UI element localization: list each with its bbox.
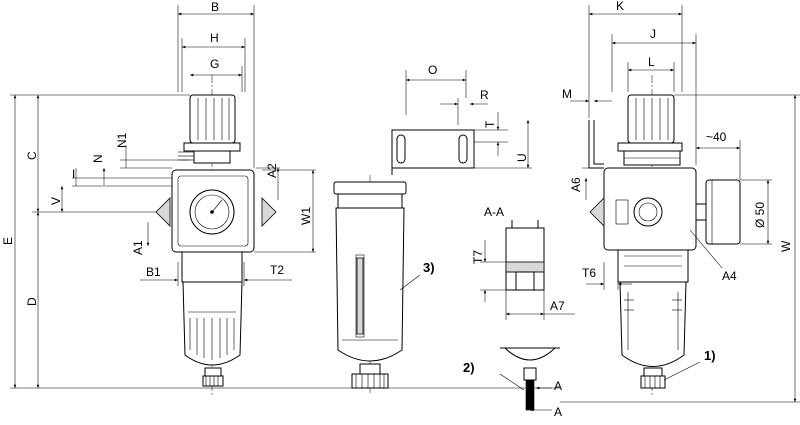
callout-2: 2) — [463, 360, 475, 375]
dim-label-n1: N1 — [115, 132, 129, 148]
dim-label-a2: A2 — [265, 163, 279, 178]
dim-label-v: V — [49, 197, 63, 205]
section-mark-a-2: A — [554, 405, 562, 419]
dim-label-h: H — [210, 31, 219, 45]
filter-side-view: 3) — [333, 175, 435, 395]
bracket-view: O R T U — [391, 63, 532, 175]
dim-label-t2: T2 — [270, 263, 284, 277]
dim-label-e: E — [1, 237, 15, 245]
dim-label-n: N — [91, 154, 105, 163]
right-side-view: K J L M W ~40 Ø 50 A6 A4 — [560, 0, 800, 403]
dim-label-d: D — [25, 297, 39, 306]
dim-label-t: T — [483, 120, 497, 128]
dim-label-t7: T7 — [471, 250, 485, 264]
section-mark-a-1: A — [554, 379, 562, 393]
dim-label-m: M — [562, 87, 572, 101]
dim-label-o: O — [428, 63, 437, 77]
dim-label-dia50: Ø 50 — [753, 202, 767, 228]
dim-label-k: K — [616, 0, 624, 13]
section-aa-view: A-A T7 A7 — [471, 205, 575, 320]
drain-detail: A A 2) — [463, 347, 562, 419]
callout-3: 3) — [423, 260, 435, 275]
dim-label-g: G — [210, 57, 219, 71]
dim-label-j: J — [650, 27, 656, 41]
front-view: B H G E C D N1 N I V A1 — [1, 0, 560, 395]
dim-label-w: W — [779, 240, 793, 252]
dim-label-a1: A1 — [131, 240, 145, 255]
dim-label-a4: A4 — [722, 269, 737, 283]
dim-label-i: I — [72, 167, 75, 181]
dim-label-a6: A6 — [569, 177, 583, 192]
dim-label-l: L — [648, 55, 655, 69]
dim-label-w1: W1 — [299, 207, 313, 225]
dim-label-t6: T6 — [582, 266, 596, 280]
dim-label-b: B — [211, 0, 219, 14]
section-aa-title: A-A — [484, 205, 504, 219]
dim-label-r: R — [480, 88, 489, 102]
dim-label-u: U — [515, 153, 529, 162]
dim-label-approx40: ~40 — [706, 130, 727, 144]
callout-1: 1) — [704, 348, 716, 363]
dim-label-c: C — [25, 151, 39, 160]
dim-label-b1: B1 — [146, 265, 161, 279]
dim-label-a7: A7 — [550, 299, 565, 313]
